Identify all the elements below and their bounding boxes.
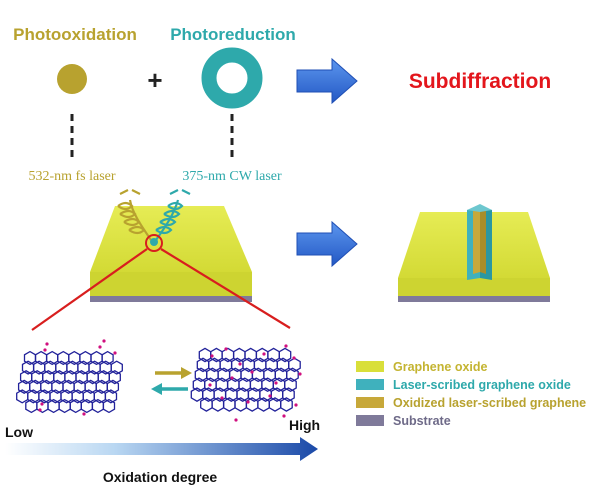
cw-laser-label: 375-nm CW laser: [182, 169, 282, 184]
legend-label-graphene-oxide: Graphene oxide: [393, 360, 488, 374]
zoom-line-right: [160, 248, 291, 329]
plus-sign: +: [147, 65, 162, 95]
low-label: Low: [5, 424, 33, 440]
photoreduction-title: Photoreduction: [170, 25, 296, 44]
legend: Graphene oxide Laser-scribed graphene ox…: [356, 360, 586, 428]
oxidation-beam-dot: [57, 64, 87, 94]
photooxidation-title: Photooxidation: [13, 25, 137, 44]
legend-swatch-graphene-oxide: [356, 361, 384, 372]
equilibrium-arrows: [151, 367, 192, 395]
right-patterned-block: [398, 204, 550, 302]
top-process-arrow: [296, 57, 358, 105]
legend-swatch-substrate: [356, 415, 384, 426]
high-label: High: [289, 417, 320, 433]
legend-label-substrate: Substrate: [393, 414, 451, 428]
middle-process-arrow: [296, 220, 358, 268]
zoom-line-left: [31, 248, 148, 331]
oxidation-gradient-arrow: [5, 437, 318, 461]
fs-laser-label: 532-nm fs laser: [28, 169, 115, 184]
oxidation-degree-label: Oxidation degree: [103, 469, 218, 485]
legend-swatch-oxidized-lsg: [356, 397, 384, 408]
graphene-oxide-molecule-high: [190, 344, 302, 422]
focus-spot-teal: [150, 238, 158, 246]
zoom-circle: [145, 234, 163, 252]
graphene-oxide-molecule-low: [16, 339, 123, 416]
left-graphene-block: [90, 206, 252, 302]
legend-label-laser-scribed-go: Laser-scribed graphene oxide: [393, 378, 571, 392]
subdiffraction-title: Subdiffraction: [409, 70, 551, 93]
reduction-donut-beam: [201, 47, 263, 109]
legend-swatch-laser-scribed-go: [356, 379, 384, 390]
legend-label-oxidized-lsg: Oxidized laser-scribed graphene: [393, 396, 586, 410]
